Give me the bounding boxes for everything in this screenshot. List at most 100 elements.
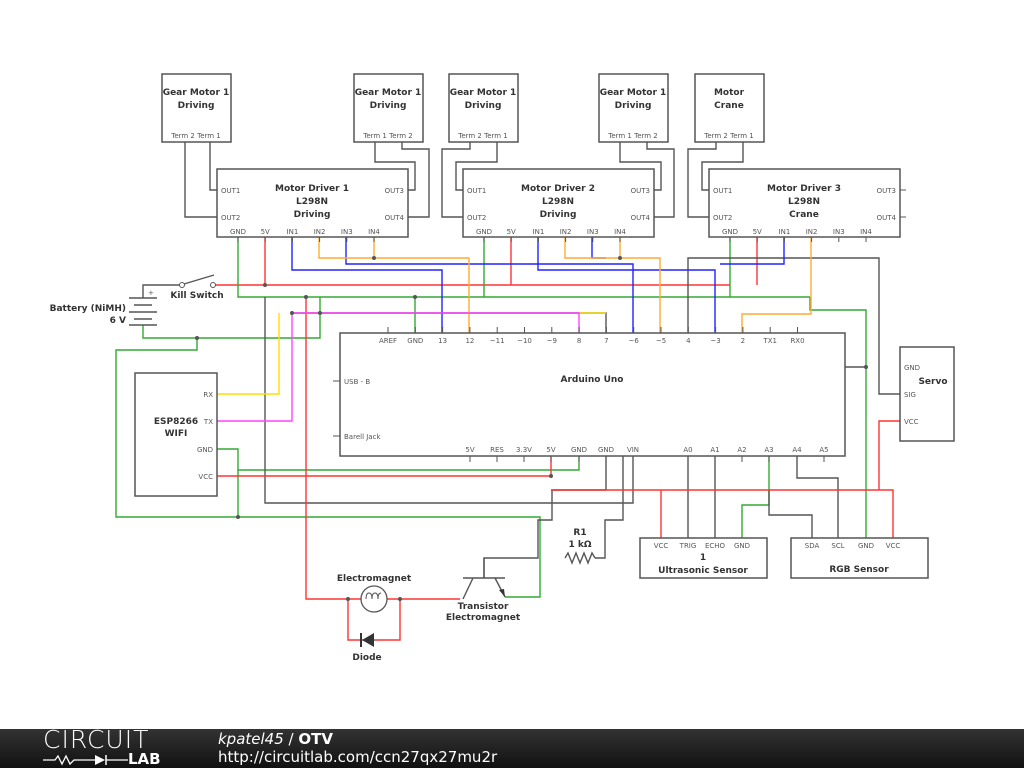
- ultrasonic-sensor: VCC TRIG ECHO GND 1 Ultrasonic Sensor: [639, 537, 768, 579]
- motor-1: Gear Motor 1 Driving Term 2 Term 1: [161, 73, 232, 143]
- driver-role: Driving: [540, 210, 577, 220]
- arduino-pin-top: ~9: [547, 337, 557, 345]
- project-url[interactable]: http://circuitlab.com/ccn27qx27mu2r: [218, 748, 498, 766]
- pin-in3: IN3: [587, 228, 599, 236]
- wires: [115, 142, 900, 641]
- motor-4-terms: Term 1 Term 2: [607, 132, 658, 140]
- pin-in4: IN4: [614, 228, 626, 236]
- pin-out4: OUT4: [385, 214, 405, 222]
- resistor-value: 1 kΩ: [568, 540, 591, 550]
- arduino-pin-top: TX1: [762, 337, 777, 345]
- servo-pin-vcc: VCC: [904, 418, 919, 426]
- motor-1-name: Gear Motor 1: [163, 88, 230, 98]
- resistor-r1: R1 1 kΩ: [564, 528, 596, 565]
- motor-3-role: Driving: [465, 101, 502, 111]
- pin-out2: OUT2: [713, 214, 732, 222]
- motor-5-role: Crane: [714, 101, 744, 111]
- motor-1-role: Driving: [178, 101, 215, 111]
- username-link[interactable]: kpatel45: [218, 730, 284, 748]
- us-id: 1: [700, 553, 706, 563]
- arduino-pin-top: ~6: [629, 337, 640, 345]
- arduino-pin-top: 8: [577, 337, 581, 345]
- motor-driver-1: Motor Driver 1L298NDrivingOUT1OUT2OUT3OU…: [216, 168, 409, 242]
- kill-switch-label: Kill Switch: [170, 291, 223, 301]
- pin-usb-b: USB - B: [344, 378, 370, 386]
- esp-name: ESP8266: [154, 417, 198, 427]
- pin-out4: OUT4: [877, 214, 897, 222]
- footer-bar: CIRCUIT LAB kpatel45 / OTV http://circui…: [0, 725, 1024, 768]
- arduino-title: Arduino Uno: [561, 375, 624, 385]
- battery-value: 6 V: [110, 316, 126, 326]
- pin-barrel-jack: Barell Jack: [344, 433, 381, 441]
- project-name[interactable]: OTV: [298, 730, 333, 748]
- pin-in2: IN2: [560, 228, 572, 236]
- motor-drivers: Motor Driver 1L298NDrivingOUT1OUT2OUT3OU…: [216, 168, 906, 242]
- battery-plus: +: [148, 289, 154, 297]
- arduino-pin-bottom: A2: [737, 446, 746, 454]
- driver-box: [708, 168, 901, 238]
- motor-4: Gear Motor 1 Driving Term 1 Term 2: [598, 73, 669, 143]
- motor-3-name: Gear Motor 1: [450, 88, 517, 98]
- esp-pin-gnd: GND: [197, 446, 213, 454]
- pin-in4: IN4: [860, 228, 872, 236]
- pin-in3: IN3: [341, 228, 353, 236]
- arduino-pin-bottom: VIN: [627, 446, 639, 454]
- motor-crane: Motor Crane Term 2 Term 1: [694, 73, 765, 143]
- transistor-label: Transistor: [458, 602, 509, 612]
- motor-4-name: Gear Motor 1: [600, 88, 667, 98]
- pin-out3: OUT3: [385, 187, 404, 195]
- arduino-pin-top: ~10: [517, 337, 532, 345]
- arduino-pin-top: AREF: [379, 337, 397, 345]
- rgb-sensor: SDA SCL GND VCC RGB Sensor: [790, 537, 929, 579]
- pin-out2: OUT2: [221, 214, 240, 222]
- pin-in1: IN1: [779, 228, 791, 236]
- arduino-pin-bottom: A1: [710, 446, 719, 454]
- pin-in3: IN3: [833, 228, 845, 236]
- resistor-diode-logo-icon: [43, 754, 128, 766]
- circuitlab-logo[interactable]: CIRCUIT: [43, 725, 150, 754]
- motor-driver-3: Motor Driver 3L298NCraneOUT1OUT2OUT3OUT4…: [708, 168, 906, 242]
- arduino-pin-top: 12: [465, 337, 474, 345]
- pin-gnd: GND: [476, 228, 492, 236]
- esp-pin-vcc: VCC: [198, 473, 213, 481]
- pin-out1: OUT1: [221, 187, 240, 195]
- motor-2-name: Gear Motor 1: [355, 88, 422, 98]
- esp-pin-rx: RX: [203, 391, 213, 399]
- pin-in2: IN2: [806, 228, 818, 236]
- pin-out3: OUT3: [631, 187, 650, 195]
- junctions: [195, 256, 868, 519]
- circuitlab-logo-lab: LAB: [128, 750, 161, 768]
- driver-box: [462, 168, 655, 238]
- motor-1-terms: Term 2 Term 1: [170, 132, 221, 140]
- pin-in1: IN1: [533, 228, 545, 236]
- electromagnet-label: Electromagnet: [337, 574, 412, 584]
- arduino-pin-top: ~5: [656, 337, 666, 345]
- diode: Diode: [352, 633, 382, 663]
- arduino-pin-top: 7: [604, 337, 608, 345]
- driver-model: L298N: [788, 197, 820, 207]
- transistor: Transistor Electromagnet: [446, 558, 521, 623]
- arduino-pin-bottom: A4: [792, 446, 802, 454]
- pin-5v: 5V: [753, 228, 762, 236]
- pin-out1: OUT1: [713, 187, 732, 195]
- pin-gnd: GND: [230, 228, 246, 236]
- pin-gnd: GND: [722, 228, 738, 236]
- us-pin-vcc: VCC: [654, 542, 669, 550]
- pin-out1: OUT1: [467, 187, 486, 195]
- driver-box: [216, 168, 409, 238]
- project-owner-title: kpatel45 / OTV: [218, 731, 333, 748]
- arduino-pin-top: 2: [741, 337, 745, 345]
- transistor-sublabel: Electromagnet: [446, 613, 521, 623]
- pin-out4: OUT4: [631, 214, 651, 222]
- esp-pin-tx: TX: [203, 418, 213, 426]
- separator: /: [283, 730, 299, 748]
- esp-subtitle: WIFI: [165, 429, 188, 439]
- driver-model: L298N: [542, 197, 574, 207]
- motor-4-role: Driving: [615, 101, 652, 111]
- motor-2-terms: Term 1 Term 2: [362, 132, 413, 140]
- driver-role: Driving: [294, 210, 331, 220]
- pin-in2: IN2: [314, 228, 326, 236]
- arduino-pin-bottom: 5V: [546, 446, 555, 454]
- arduino-pin-bottom: A0: [683, 446, 692, 454]
